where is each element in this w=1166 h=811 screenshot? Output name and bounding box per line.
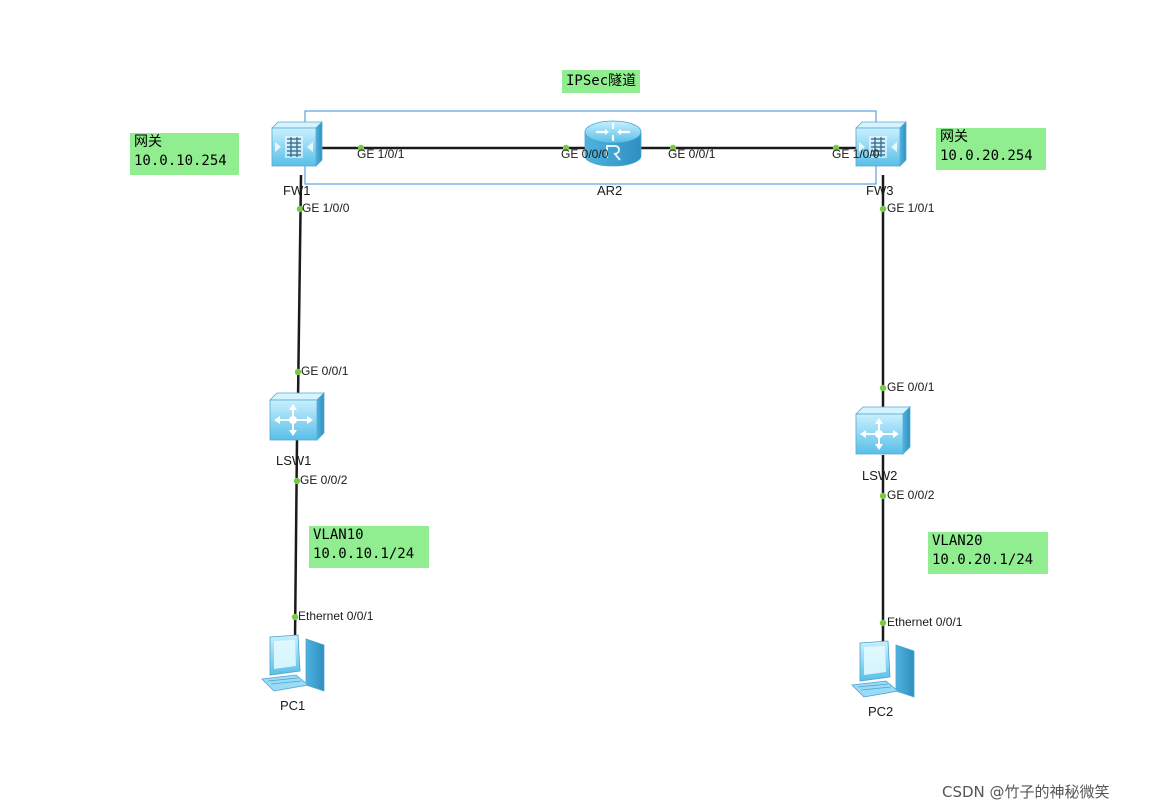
- port-dot-ar2-left: [562, 144, 570, 152]
- port-label-fw3-uplink: GE 1/0/0: [832, 147, 880, 161]
- device-label-fw3: FW3: [866, 183, 894, 198]
- firewall-icon-fw1[interactable]: [271, 121, 323, 167]
- vlan-label-left: VLAN10 10.0.10.1/24: [309, 526, 429, 568]
- port-label-pc2: Ethernet 0/0/1: [887, 615, 963, 629]
- port-dot-fw3-uplink: [832, 144, 840, 152]
- port-label-fw1-uplink: GE 1/0/1: [357, 147, 405, 161]
- vlan-address-left: 10.0.10.1/24: [313, 546, 415, 562]
- device-label-ar2: AR2: [597, 183, 623, 198]
- gateway-label-right: 网关 10.0.20.254: [936, 128, 1046, 170]
- vlan-name-left: VLAN10: [313, 527, 364, 543]
- port-label-lsw2-up: GE 0/0/1: [887, 380, 935, 394]
- port-dot-lsw1-up: [294, 368, 302, 376]
- gateway-title-left: 网关: [134, 134, 162, 150]
- gateway-title-right: 网关: [940, 129, 968, 145]
- device-label-pc2: PC2: [868, 704, 894, 719]
- vlan-label-right: VLAN20 10.0.20.1/24: [928, 532, 1048, 574]
- port-label-fw3-down: GE 1/0/1: [887, 201, 935, 215]
- ipsec-tunnel-text: IPSec隧道: [566, 73, 637, 89]
- port-dot-fw1-uplink: [357, 144, 365, 152]
- port-label-ar2-left: GE 0/0/0: [561, 147, 609, 161]
- device-label-lsw2: LSW2: [862, 468, 898, 483]
- gateway-label-left: 网关 10.0.10.254: [130, 133, 239, 175]
- port-dot-lsw1-down: [293, 477, 301, 485]
- vlan-name-right: VLAN20: [932, 533, 983, 549]
- port-dot-lsw2-down: [879, 492, 887, 500]
- port-label-lsw1-up: GE 0/0/1: [301, 364, 349, 378]
- router-icon-ar2[interactable]: [584, 120, 642, 167]
- ipsec-tunnel-label: IPSec隧道: [562, 70, 641, 93]
- port-label-lsw2-down: GE 0/0/2: [887, 488, 935, 502]
- switch-icon-lsw1[interactable]: [269, 392, 325, 441]
- gateway-address-left: 10.0.10.254: [134, 153, 227, 169]
- watermark-text: CSDN @竹子的神秘微笑: [942, 783, 1110, 801]
- port-dot-ar2-right: [669, 144, 677, 152]
- port-dot-fw1-down: [296, 205, 304, 213]
- switch-icon-lsw2[interactable]: [855, 406, 911, 455]
- link-lsw1-pc1: [293, 439, 299, 641]
- pc-icon-pc1[interactable]: [261, 634, 325, 692]
- gateway-address-right: 10.0.20.254: [940, 148, 1033, 164]
- device-label-fw1: FW1: [283, 183, 311, 198]
- pc-icon-pc2[interactable]: [851, 640, 915, 698]
- port-dot-lsw2-up: [879, 384, 887, 392]
- device-label-lsw1: LSW1: [276, 453, 312, 468]
- port-dot-pc2: [879, 619, 887, 627]
- port-label-fw1-down: GE 1/0/0: [302, 201, 350, 215]
- port-dot-fw3-down: [879, 205, 887, 213]
- port-label-ar2-right: GE 0/0/1: [668, 147, 716, 161]
- device-label-pc1: PC1: [280, 698, 306, 713]
- port-label-lsw1-down: GE 0/0/2: [300, 473, 348, 487]
- port-dot-pc1: [291, 613, 299, 621]
- vlan-address-right: 10.0.20.1/24: [932, 552, 1034, 568]
- link-fw1-lsw1: [296, 174, 303, 401]
- firewall-icon-fw3[interactable]: [855, 121, 907, 167]
- port-label-pc1: Ethernet 0/0/1: [298, 609, 374, 623]
